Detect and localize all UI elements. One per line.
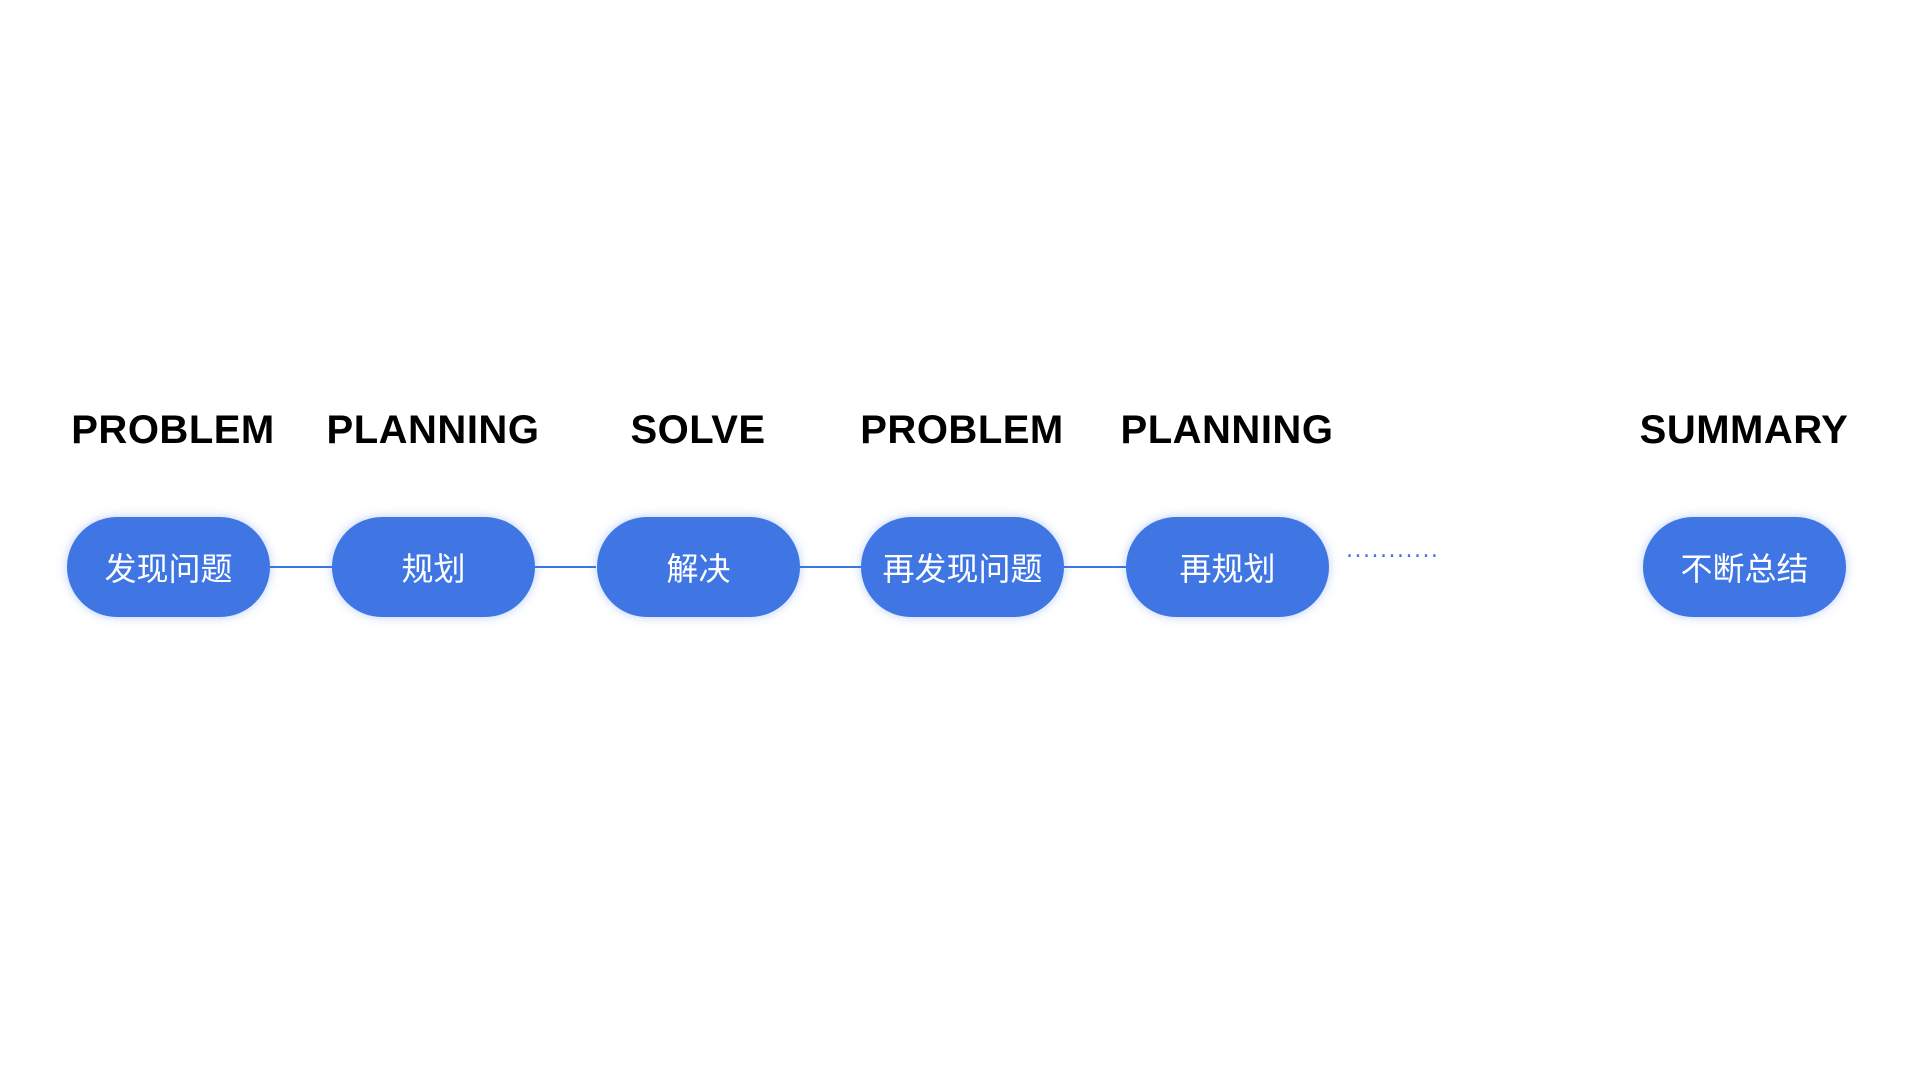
- connector-line: [1064, 566, 1126, 568]
- node-planning[interactable]: 规划: [332, 517, 535, 617]
- connector-line: [799, 566, 861, 568]
- node-solve[interactable]: 解决: [597, 517, 800, 617]
- node-label: 再规划: [1179, 550, 1276, 588]
- node-replan[interactable]: 再规划: [1126, 517, 1329, 617]
- step-label-planning: PLANNING: [326, 408, 540, 452]
- node-rediscover-problem[interactable]: 再发现问题: [861, 517, 1064, 617]
- step-label-problem-repeat: PROBLEM: [860, 408, 1064, 452]
- continuation-dots: ...........: [1346, 538, 1440, 563]
- connector-line: [270, 566, 332, 568]
- connector-line: [534, 566, 596, 568]
- node-summarize[interactable]: 不断总结: [1643, 517, 1846, 617]
- step-label-problem: PROBLEM: [71, 408, 275, 452]
- step-label-summary: SUMMARY: [1639, 408, 1849, 452]
- node-label: 规划: [401, 550, 466, 588]
- node-label: 解决: [666, 550, 731, 588]
- node-label: 发现问题: [104, 550, 233, 588]
- node-label: 再发现问题: [882, 550, 1043, 588]
- step-label-solve: SOLVE: [630, 408, 766, 452]
- node-discover-problem[interactable]: 发现问题: [67, 517, 270, 617]
- step-label-planning-repeat: PLANNING: [1120, 408, 1334, 452]
- node-label: 不断总结: [1680, 550, 1809, 588]
